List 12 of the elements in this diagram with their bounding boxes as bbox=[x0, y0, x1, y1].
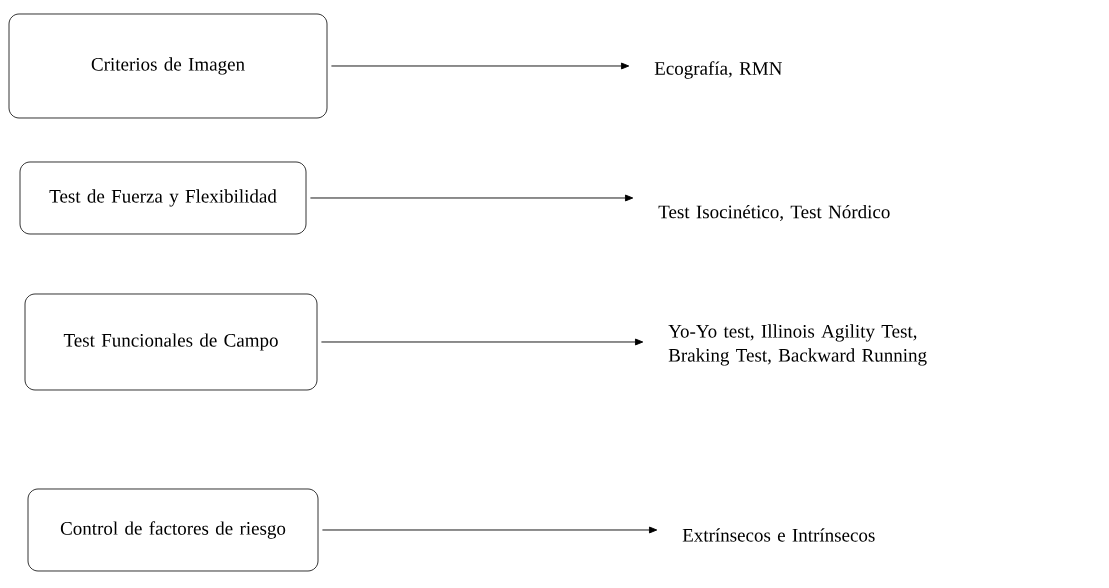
process-box: Criterios de Imagen bbox=[8, 13, 328, 119]
result-text: Test Isocinético, Test Nórdico bbox=[658, 204, 890, 222]
arrow bbox=[330, 62, 630, 70]
process-box: Control de factores de riesgo bbox=[27, 488, 319, 572]
arrow bbox=[321, 526, 658, 534]
result-text: Ecografía, RMN bbox=[654, 61, 782, 79]
process-box: Test de Fuerza y Flexibilidad bbox=[19, 161, 307, 235]
process-box: Test Funcionales de Campo bbox=[24, 293, 318, 391]
result-text: Yo-Yo test, Illinois Agility Test, Braking Test, Backward Running bbox=[668, 324, 927, 366]
result-text: Extrínsecos e Intrínsecos bbox=[682, 528, 875, 542]
arrow bbox=[320, 338, 644, 346]
arrow bbox=[309, 194, 634, 202]
